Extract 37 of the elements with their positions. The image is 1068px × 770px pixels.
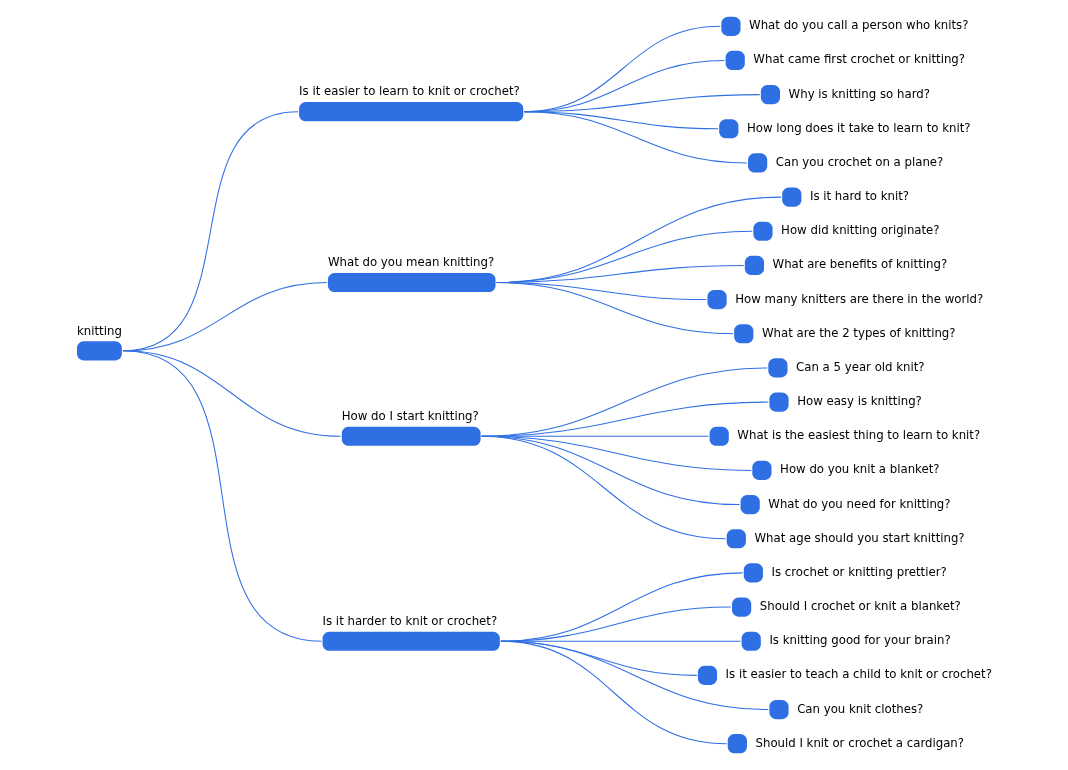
connector — [480, 435, 726, 540]
node-label: What do you need for knitting? — [767, 496, 951, 511]
node-label: Can a 5 year old knit? — [795, 359, 925, 374]
node-label: How do you knit a blanket? — [779, 462, 940, 477]
connector — [523, 111, 747, 164]
node-label: Is knitting good for your brain? — [768, 633, 951, 648]
node-label: How many knitters are there in the world? — [734, 291, 983, 306]
node-label: knitting — [76, 323, 122, 338]
node-label: Is it easier to learn to knit or crochet? — [298, 84, 520, 99]
node-label: Can you knit clothes? — [796, 701, 923, 716]
node-label: How long does it take to learn to knit? — [746, 120, 971, 135]
node-label: How easy is knitting? — [796, 394, 922, 409]
connector — [499, 640, 727, 745]
node-label: What came first crochet or knitting? — [752, 52, 965, 67]
node-label: Is crochet or knitting prettier? — [771, 564, 947, 579]
node-label: What do you call a person who knits? — [748, 18, 968, 33]
node-box — [298, 102, 523, 122]
node-box — [327, 272, 496, 293]
node-label: What is the easiest thing to learn to knit? — [736, 428, 980, 443]
node-label: What are the 2 types of knitting? — [761, 325, 956, 340]
node-label: What are benefits of knitting? — [772, 257, 947, 272]
node-label: What age should you start knitting? — [753, 530, 965, 545]
node-label: Why is knitting so hard? — [788, 86, 930, 101]
node-label: Is it hard to knit? — [809, 189, 909, 204]
node-label: Should I knit or crochet a cardigan? — [755, 735, 964, 750]
node-box — [341, 426, 481, 446]
node-label: What do you mean knitting? — [327, 255, 494, 270]
node-box — [76, 341, 122, 361]
node-label: Can you crochet on a plane? — [775, 154, 943, 169]
node-label: Is it harder to knit or crochet? — [322, 614, 497, 629]
connector — [121, 350, 322, 642]
node-label: How did knitting originate? — [780, 223, 940, 238]
node-box — [322, 631, 500, 651]
node-label: Is it easier to teach a child to knit or crochet? — [725, 667, 992, 682]
connector — [495, 281, 734, 335]
node-label: Should I crochet or knit a blanket? — [759, 599, 961, 614]
node-label: How do I start knitting? — [341, 409, 479, 424]
